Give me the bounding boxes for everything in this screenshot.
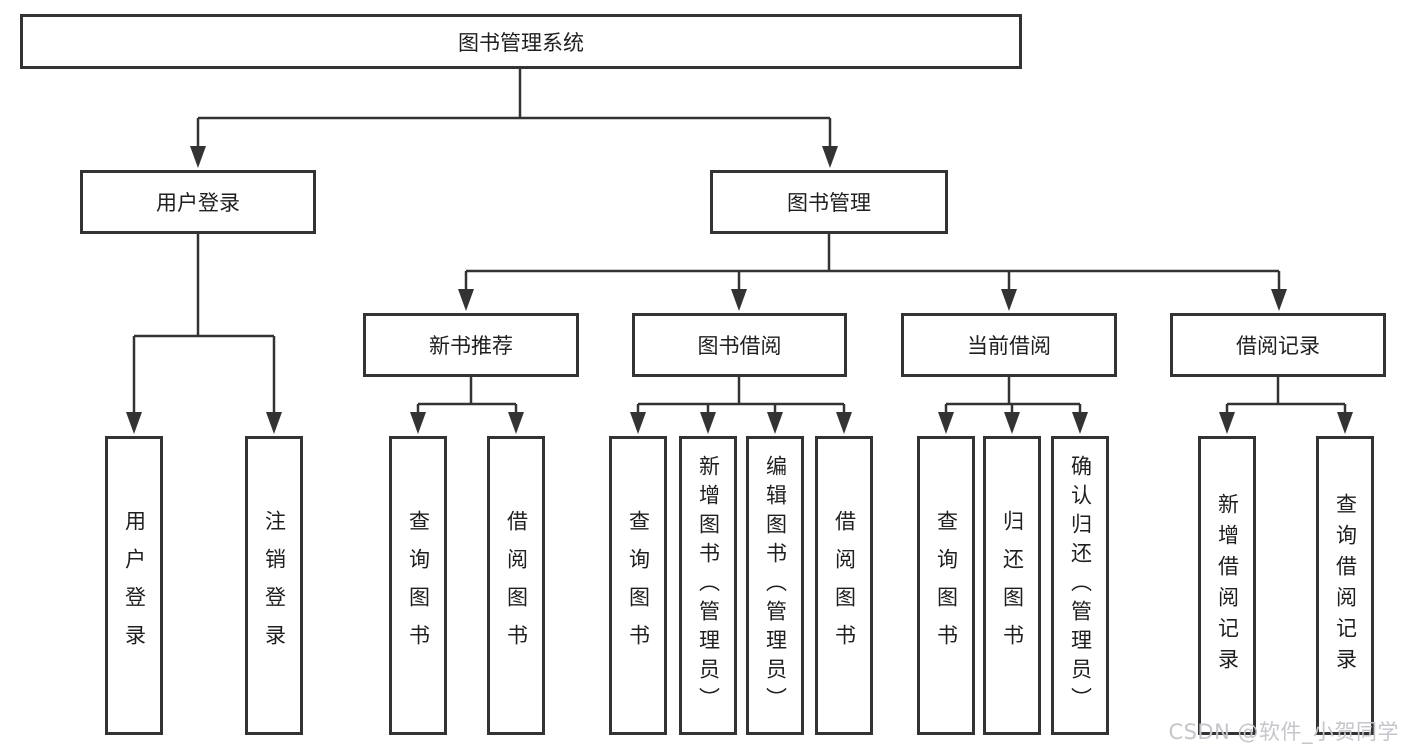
leaf-add-borrow-record: 新增借阅记录 (1198, 436, 1256, 735)
arrow-down-icon (190, 146, 206, 168)
leaf-add-book-admin: 新增图书（管理员） (679, 436, 737, 735)
arrow-down-icon (700, 412, 716, 434)
node-label: 新增图书（管理员） (696, 455, 721, 716)
leaf-query-books-recommend: 查询图书 (389, 436, 447, 735)
arrow-down-icon (822, 146, 838, 168)
arrow-down-icon (1337, 412, 1353, 434)
node-label: 用户登录 (156, 191, 240, 215)
node-label: 当前借阅 (967, 334, 1051, 358)
connector-current-borrowing-children (938, 377, 1088, 434)
arrow-down-icon (1219, 412, 1235, 434)
leaf-query-books-borrowing: 查询图书 (609, 436, 667, 735)
node-label: 借阅图书 (504, 509, 529, 662)
arrow-down-icon (1004, 412, 1020, 434)
arrow-down-icon (126, 412, 142, 434)
node-label: 借阅记录 (1236, 334, 1320, 358)
arrow-down-icon (508, 412, 524, 434)
connector-root-to-level2 (190, 69, 838, 168)
node-label: 图书借阅 (697, 334, 782, 358)
connector-book-management-children (458, 234, 1287, 311)
node-current-borrowing: 当前借阅 (901, 313, 1117, 377)
leaf-query-borrow-record: 查询借阅记录 (1316, 436, 1374, 735)
node-label: 用户登录 (122, 509, 147, 662)
node-new-book-recommend: 新书推荐 (363, 313, 579, 377)
node-book-management: 图书管理 (710, 170, 948, 234)
leaf-user-login: 用户登录 (105, 436, 163, 735)
arrow-down-icon (458, 289, 474, 311)
node-label: 借阅图书 (832, 509, 857, 662)
node-label: 新增借阅记录 (1215, 492, 1240, 679)
node-label: 确认归还（管理员） (1068, 455, 1093, 716)
connector-book-borrowing-children (630, 377, 852, 434)
node-label: 查询借阅记录 (1333, 492, 1358, 679)
node-label: 查询图书 (406, 509, 431, 662)
arrow-down-icon (1001, 289, 1017, 311)
leaf-borrow-books-recommend: 借阅图书 (487, 436, 545, 735)
node-label: 注销登录 (262, 509, 287, 662)
node-label: 新书推荐 (429, 334, 513, 358)
node-label: 图书管理系统 (458, 30, 584, 55)
arrow-down-icon (410, 412, 426, 434)
leaf-confirm-return-admin: 确认归还（管理员） (1051, 436, 1109, 735)
node-borrowing-records: 借阅记录 (1170, 313, 1386, 377)
leaf-query-books-current: 查询图书 (917, 436, 975, 735)
arrow-down-icon (938, 412, 954, 434)
node-label: 查询图书 (626, 509, 651, 662)
arrow-down-icon (836, 412, 852, 434)
connector-new-book-recommend-children (410, 377, 524, 434)
leaf-borrow-books-borrowing: 借阅图书 (815, 436, 873, 735)
arrow-down-icon (731, 289, 747, 311)
watermark: CSDN @软件_小贺同学 (1168, 720, 1399, 744)
leaf-logout: 注销登录 (245, 436, 303, 735)
arrow-down-icon (1271, 289, 1287, 311)
arrow-down-icon (1072, 412, 1088, 434)
arrow-down-icon (630, 412, 646, 434)
node-label: 编辑图书（管理员） (763, 455, 788, 716)
node-label: 查询图书 (934, 509, 959, 662)
arrow-down-icon (266, 412, 282, 434)
arrow-down-icon (767, 412, 783, 434)
connector-user-login-children (126, 234, 282, 434)
node-label: 图书管理 (787, 191, 871, 215)
node-user-login: 用户登录 (80, 170, 316, 234)
connector-borrowing-records-children (1219, 377, 1353, 434)
leaf-edit-book-admin: 编辑图书（管理员） (746, 436, 804, 735)
node-label: 归还图书 (1000, 509, 1025, 662)
leaf-return-books: 归还图书 (983, 436, 1041, 735)
node-book-borrowing: 图书借阅 (632, 313, 847, 377)
node-library-management-system: 图书管理系统 (20, 14, 1022, 69)
